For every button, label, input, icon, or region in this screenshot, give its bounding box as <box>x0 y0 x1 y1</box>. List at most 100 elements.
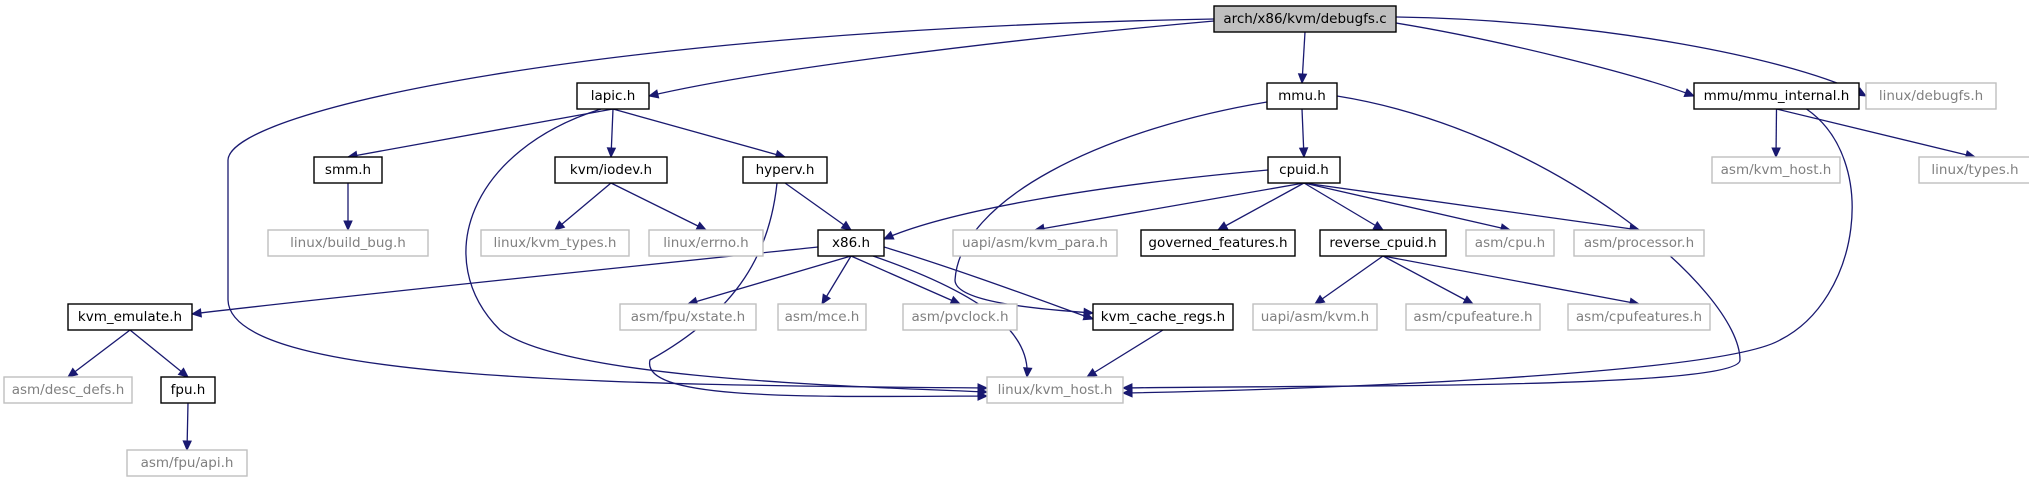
edge-kvm_emulate-to-fpu <box>129 329 189 378</box>
node-kvm-iodev[interactable]: kvm/iodev.h <box>554 156 668 184</box>
node-box <box>902 303 1018 331</box>
node-hyperv[interactable]: hyperv.h <box>742 156 828 184</box>
node-box <box>1092 303 1234 331</box>
node-label: asm/fpu/api.h <box>141 455 234 471</box>
node-label: x86.h <box>832 235 870 251</box>
arrowhead-lapic-to-kvm_iodev <box>606 147 617 159</box>
node-label: lapic.h <box>591 88 636 104</box>
edge-mmu-to-kvm_cache_regs <box>954 101 1268 314</box>
node-x86[interactable]: x86.h <box>817 229 885 257</box>
node-label: linux/build_bug.h <box>290 235 406 251</box>
node-box <box>742 156 828 184</box>
node-reverse-cpuid[interactable]: reverse_cpuid.h <box>1319 229 1447 257</box>
edge-reverse_cpuid-to-uapi_asm_kvm <box>1314 255 1384 305</box>
node-label: asm/mce.h <box>785 309 860 325</box>
node-lapic[interactable]: lapic.h <box>576 82 650 110</box>
node-root[interactable]: arch/x86/kvm/debugfs.c <box>1213 5 1397 33</box>
node-label: reverse_cpuid.h <box>1329 235 1436 251</box>
node-label: kvm/iodev.h <box>570 162 652 178</box>
node-box <box>67 303 193 331</box>
node-asm-cpu: asm/cpu.h <box>1465 229 1555 257</box>
edge-x86-to-kvm_emulate <box>191 246 819 315</box>
node-label: asm/cpufeature.h <box>1413 309 1532 325</box>
node-box <box>619 303 757 331</box>
node-asm-desc-defs: asm/desc_defs.h <box>3 376 133 404</box>
node-box <box>1213 5 1397 33</box>
node-box <box>1711 156 1841 184</box>
node-smm[interactable]: smm.h <box>313 156 383 184</box>
arrowhead-mmu_internal-to-linux_kvm_host <box>1121 388 1133 398</box>
node-box <box>817 229 885 257</box>
edge-mmu_internal-to-linux_kvm_host <box>1122 108 1853 394</box>
edge-kvm_cache_regs-to-linux_kvm_host <box>1086 329 1164 378</box>
edge-x86-to-asm_fpu_xstate <box>687 255 852 305</box>
edge-mmu_internal-to-linux_types <box>1776 108 1976 158</box>
node-asm-mce: asm/mce.h <box>777 303 867 331</box>
edge-root-to-lapic <box>648 20 1215 97</box>
node-governed-features[interactable]: governed_features.h <box>1140 229 1296 257</box>
node-asm-kvm-host: asm/kvm_host.h <box>1711 156 1841 184</box>
node-label: cpuid.h <box>1279 162 1329 178</box>
node-label: asm/cpu.h <box>1475 235 1545 251</box>
node-box <box>1567 303 1711 331</box>
arrowhead-x86-to-asm_mce <box>821 293 831 306</box>
node-box <box>1465 229 1555 257</box>
edge-lapic-to-hyperv <box>612 108 786 158</box>
arrowhead-x86-to-linux_kvm_host <box>1023 367 1033 379</box>
arrowhead-fpu-to-asm_fpu_api <box>182 440 192 452</box>
arrowhead-root-to-lapic <box>647 89 660 99</box>
node-kvm-emulate[interactable]: kvm_emulate.h <box>67 303 193 331</box>
arrowhead-cpuid-to-x86 <box>882 230 895 240</box>
node-label: mmu.h <box>1278 88 1326 104</box>
node-label: mmu/mmu_internal.h <box>1704 88 1850 104</box>
node-label: asm/cpufeatures.h <box>1576 309 1702 325</box>
edge-kvm_iodev-to-linux_kvm_types <box>554 182 612 231</box>
node-box <box>1693 82 1860 110</box>
node-label: governed_features.h <box>1148 235 1287 251</box>
node-box <box>1140 229 1296 257</box>
arrowhead-x86-to-kvm_cache_regs <box>1082 311 1095 321</box>
arrowhead-kvm_iodev-to-linux_kvm_types <box>554 220 566 231</box>
edge-kvm_iodev-to-linux_errno <box>610 182 707 231</box>
edge-cpuid-to-uapi_kvm_para <box>1034 182 1305 231</box>
node-linux-kvm-types: linux/kvm_types.h <box>480 229 630 257</box>
node-label: kvm_emulate.h <box>78 309 182 325</box>
arrowhead-x86-to-kvm_emulate <box>190 308 203 318</box>
node-label: linux/debugfs.h <box>1879 88 1983 104</box>
node-box <box>3 376 133 404</box>
edge-cpuid-to-x86 <box>883 169 1269 240</box>
edge-root-to-linux_kvm_host <box>227 18 1215 389</box>
node-kvm-cache-regs[interactable]: kvm_cache_regs.h <box>1092 303 1234 331</box>
node-fpu[interactable]: fpu.h <box>160 376 216 404</box>
node-label: uapi/asm/kvm_para.h <box>962 235 1108 251</box>
node-box <box>1267 156 1341 184</box>
node-label: asm/desc_defs.h <box>12 382 125 398</box>
node-label: asm/pvclock.h <box>911 309 1008 325</box>
node-box <box>160 376 216 404</box>
node-linux-debugfs: linux/debugfs.h <box>1865 82 1997 110</box>
arrowhead-reverse_cpuid-to-uapi_asm_kvm <box>1313 294 1326 305</box>
node-cpuid[interactable]: cpuid.h <box>1267 156 1341 184</box>
edge-cpuid-to-asm_cpu <box>1303 182 1511 231</box>
node-label: asm/kvm_host.h <box>1721 162 1832 178</box>
node-box <box>126 449 248 477</box>
node-asm-fpu-api: asm/fpu/api.h <box>126 449 248 477</box>
arrowhead-kvm_emulate-to-asm_desc_defs <box>67 367 79 378</box>
node-mmu[interactable]: mmu.h <box>1266 82 1338 110</box>
arrowhead-hyperv-to-linux_kvm_host <box>977 391 989 401</box>
node-box <box>986 376 1124 404</box>
edge-x86-to-asm_pvclock <box>850 255 961 305</box>
edge-cpuid-to-reverse_cpuid <box>1303 182 1384 231</box>
node-box <box>1918 156 2029 184</box>
node-box <box>1266 82 1338 110</box>
node-box <box>1319 229 1447 257</box>
edge-root-to-linux_debugfs <box>1395 16 1867 97</box>
node-label: arch/x86/kvm/debugfs.c <box>1223 11 1386 27</box>
edge-cpuid-to-governed_features <box>1217 182 1305 231</box>
node-mmu-internal[interactable]: mmu/mmu_internal.h <box>1693 82 1860 110</box>
node-linux-errno: linux/errno.h <box>648 229 764 257</box>
edge-reverse_cpuid-to-asm_cpufeatures <box>1382 255 1640 305</box>
node-box <box>313 156 383 184</box>
node-box <box>480 229 630 257</box>
edge-lapic-to-smm <box>347 108 614 158</box>
